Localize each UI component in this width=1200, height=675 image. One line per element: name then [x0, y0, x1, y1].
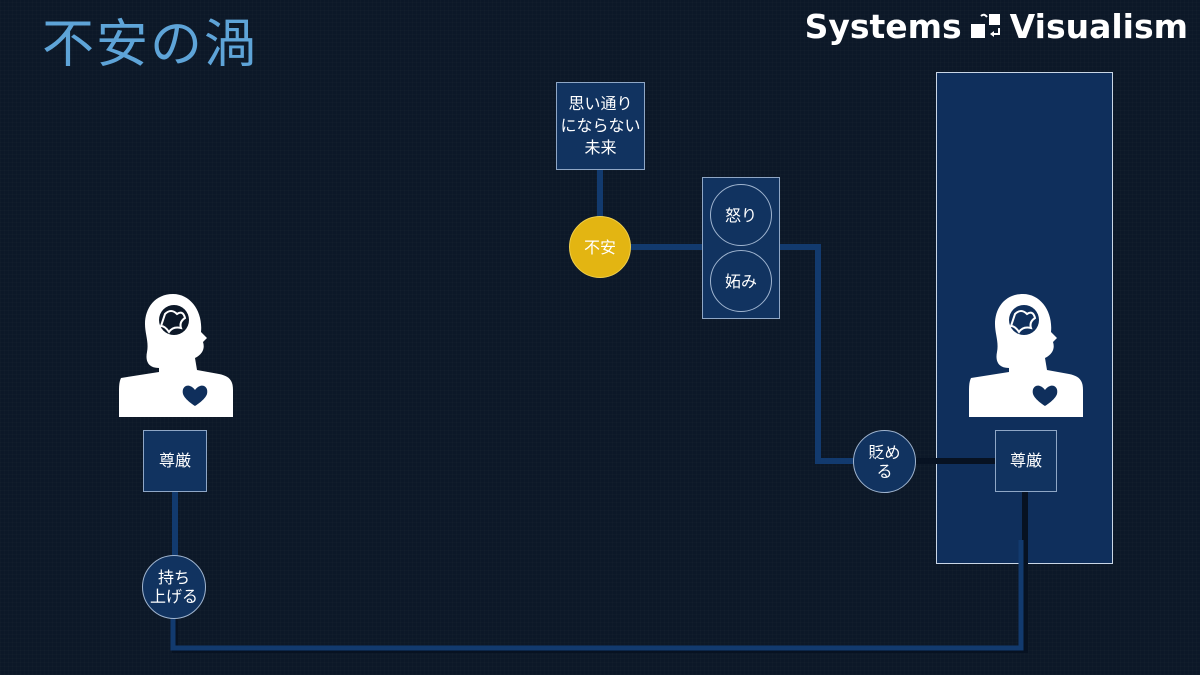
brand-visualism-text: Visualism: [1009, 6, 1188, 46]
node-jealousy: 妬み: [710, 250, 772, 312]
connector-dignity-bottom-dark: [172, 492, 1028, 653]
brand-logo: Systems Visualism: [805, 6, 1188, 46]
systems-visualism-logo-icon: [970, 13, 1000, 38]
node-lift-up: 持ち 上げる: [142, 555, 206, 619]
node-dignity-left: 尊厳: [143, 430, 207, 492]
connector-dignity-bottom: [170, 540, 1024, 651]
page-title: 不安の渦: [42, 15, 259, 75]
node-belittle: 貶め る: [853, 430, 916, 493]
node-anger: 怒り: [710, 184, 772, 246]
node-dignity-right: 尊厳: [995, 430, 1057, 492]
connector-emotions-belittle: [780, 244, 854, 464]
brand-systems-text: Systems: [804, 6, 962, 46]
person-with-brain-and-heart-icon: [119, 294, 233, 417]
node-future: 思い通り にならない 未来: [556, 82, 645, 170]
person-with-brain-and-heart-icon: [969, 294, 1083, 417]
node-anxiety: 不安: [569, 216, 631, 278]
